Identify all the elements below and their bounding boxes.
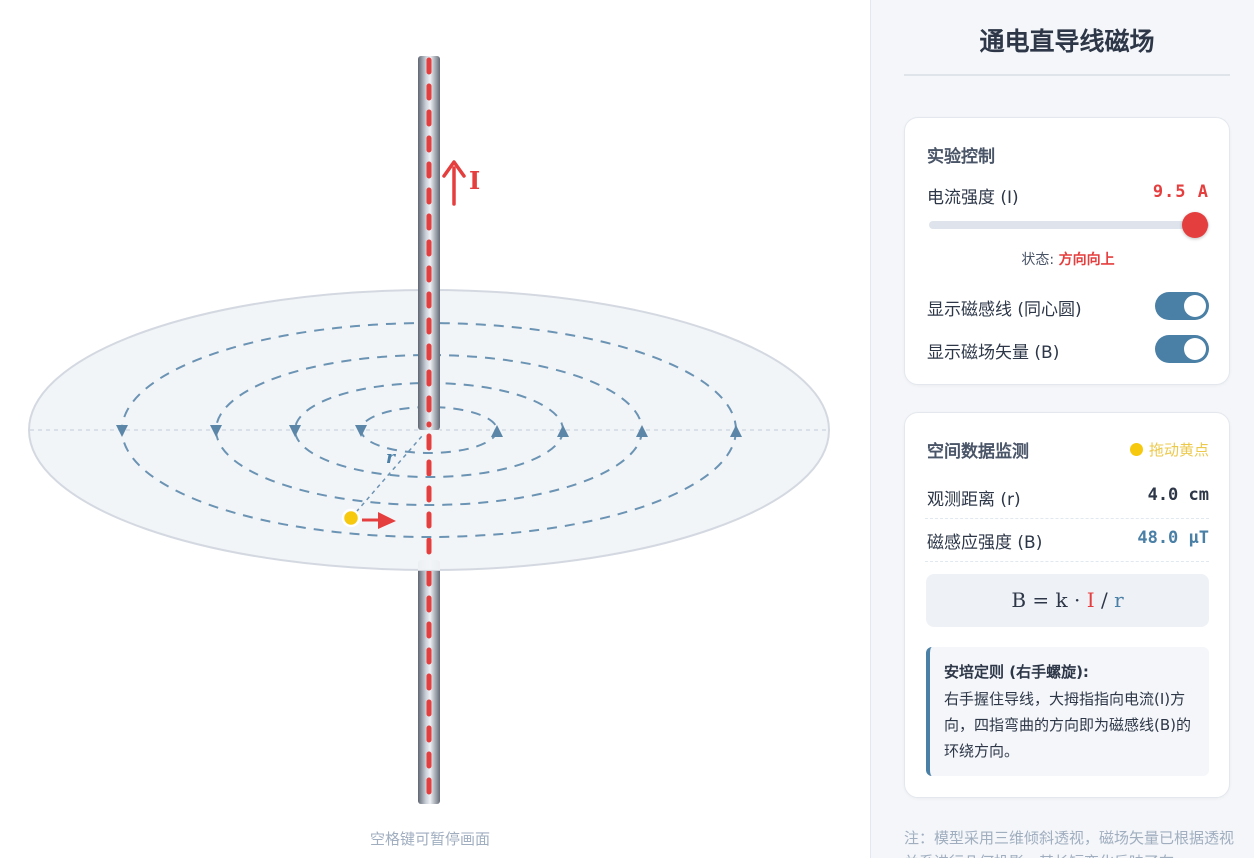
formula-current: I bbox=[1086, 588, 1095, 612]
formula-radius: r bbox=[1114, 588, 1124, 612]
toggle-field-lines[interactable] bbox=[1155, 292, 1209, 320]
formula-box: B = k · I / r bbox=[926, 574, 1209, 627]
current-slider-thumb[interactable] bbox=[1182, 212, 1208, 238]
controls-title: 实验控制 bbox=[927, 147, 995, 167]
rule-body: 右手握住导线，大拇指指向电流(I)方向，四指弯曲的方向即为磁感线(B)的环绕方向… bbox=[944, 690, 1191, 760]
panel-title: 通电直导线磁场 bbox=[979, 27, 1155, 56]
field-value: 48.0 μT bbox=[1137, 528, 1209, 548]
data-monitor-card: 空间数据监测 拖动黄点 观测距离 (r) 4.0 cm 磁感应强度 (B) 48… bbox=[904, 412, 1230, 798]
formula-sep: / bbox=[1094, 588, 1115, 612]
field-arrow-right-2 bbox=[557, 425, 569, 437]
title-divider bbox=[904, 74, 1230, 76]
field-vector-arrow bbox=[362, 512, 396, 529]
field-row: 磁感应强度 (B) 48.0 μT bbox=[925, 518, 1209, 562]
control-panel: 通电直导线磁场 实验控制 电流强度 (I) 9.5 A 状态: 方向向上 显示磁… bbox=[870, 0, 1254, 858]
drag-hint: 拖动黄点 bbox=[1129, 439, 1209, 460]
formula-lhs: B = k · bbox=[1011, 588, 1087, 612]
simulation-canvas[interactable]: I r 空格键可暂停画面 bbox=[0, 0, 870, 858]
current-value: 9.5 A bbox=[1152, 182, 1209, 202]
toggle-vector-label: 显示磁场矢量 (B) bbox=[927, 343, 1060, 363]
monitor-title: 空间数据监测 bbox=[927, 442, 1029, 462]
toggle-lines-label: 显示磁感线 (同心圆) bbox=[927, 300, 1082, 320]
drag-hint-label: 拖动黄点 bbox=[1148, 441, 1209, 459]
field-arrow-right-4 bbox=[730, 425, 742, 437]
current-label: 电流强度 (I) bbox=[927, 188, 1019, 208]
current-status: 状态: 方向向上 bbox=[905, 249, 1231, 269]
status-value: 方向向上 bbox=[1058, 252, 1115, 268]
pause-hint: 空格键可暂停画面 bbox=[369, 830, 490, 848]
field-arrow-right-3 bbox=[636, 425, 648, 437]
field-arrow-right-1 bbox=[491, 425, 503, 437]
current-symbol: I bbox=[469, 166, 480, 195]
radius-line bbox=[350, 435, 423, 519]
probe-point[interactable] bbox=[341, 508, 361, 528]
distance-row: 观测距离 (r) 4.0 cm bbox=[925, 475, 1209, 519]
field-arrow-left-3 bbox=[210, 425, 222, 437]
ampere-rule-note: 安培定则 (右手螺旋): 右手握住导线，大拇指指向电流(I)方向，四指弯曲的方向… bbox=[926, 647, 1209, 776]
toggle-field-vector-knob bbox=[1184, 338, 1206, 360]
current-slider[interactable] bbox=[929, 221, 1209, 229]
toggle-field-vector[interactable] bbox=[1155, 335, 1209, 363]
field-direction-arrows bbox=[116, 425, 742, 437]
field-arrow-left-2 bbox=[289, 425, 301, 437]
distance-value: 4.0 cm bbox=[1147, 485, 1209, 505]
field-arrow-left-4 bbox=[116, 425, 128, 437]
field-label: 磁感应强度 (B) bbox=[927, 533, 1043, 553]
distance-label: 观测距离 (r) bbox=[927, 490, 1021, 510]
perspective-footnote: 注：模型采用三维倾斜透视，磁场矢量已根据透视关系进行几何投影，其长短变化反映了在 bbox=[904, 829, 1235, 858]
toggle-field-lines-knob bbox=[1184, 295, 1206, 317]
current-direction-arrow bbox=[442, 160, 466, 206]
field-arrow-left-1 bbox=[355, 425, 367, 437]
yellow-dot-icon bbox=[1129, 443, 1143, 456]
radius-symbol: r bbox=[386, 448, 396, 468]
field-visualization: I r bbox=[28, 56, 830, 804]
experiment-controls-card: 实验控制 电流强度 (I) 9.5 A 状态: 方向向上 显示磁感线 (同心圆)… bbox=[904, 117, 1230, 385]
rule-title: 安培定则 (右手螺旋): bbox=[944, 663, 1089, 681]
status-prefix: 状态: bbox=[1021, 252, 1059, 268]
